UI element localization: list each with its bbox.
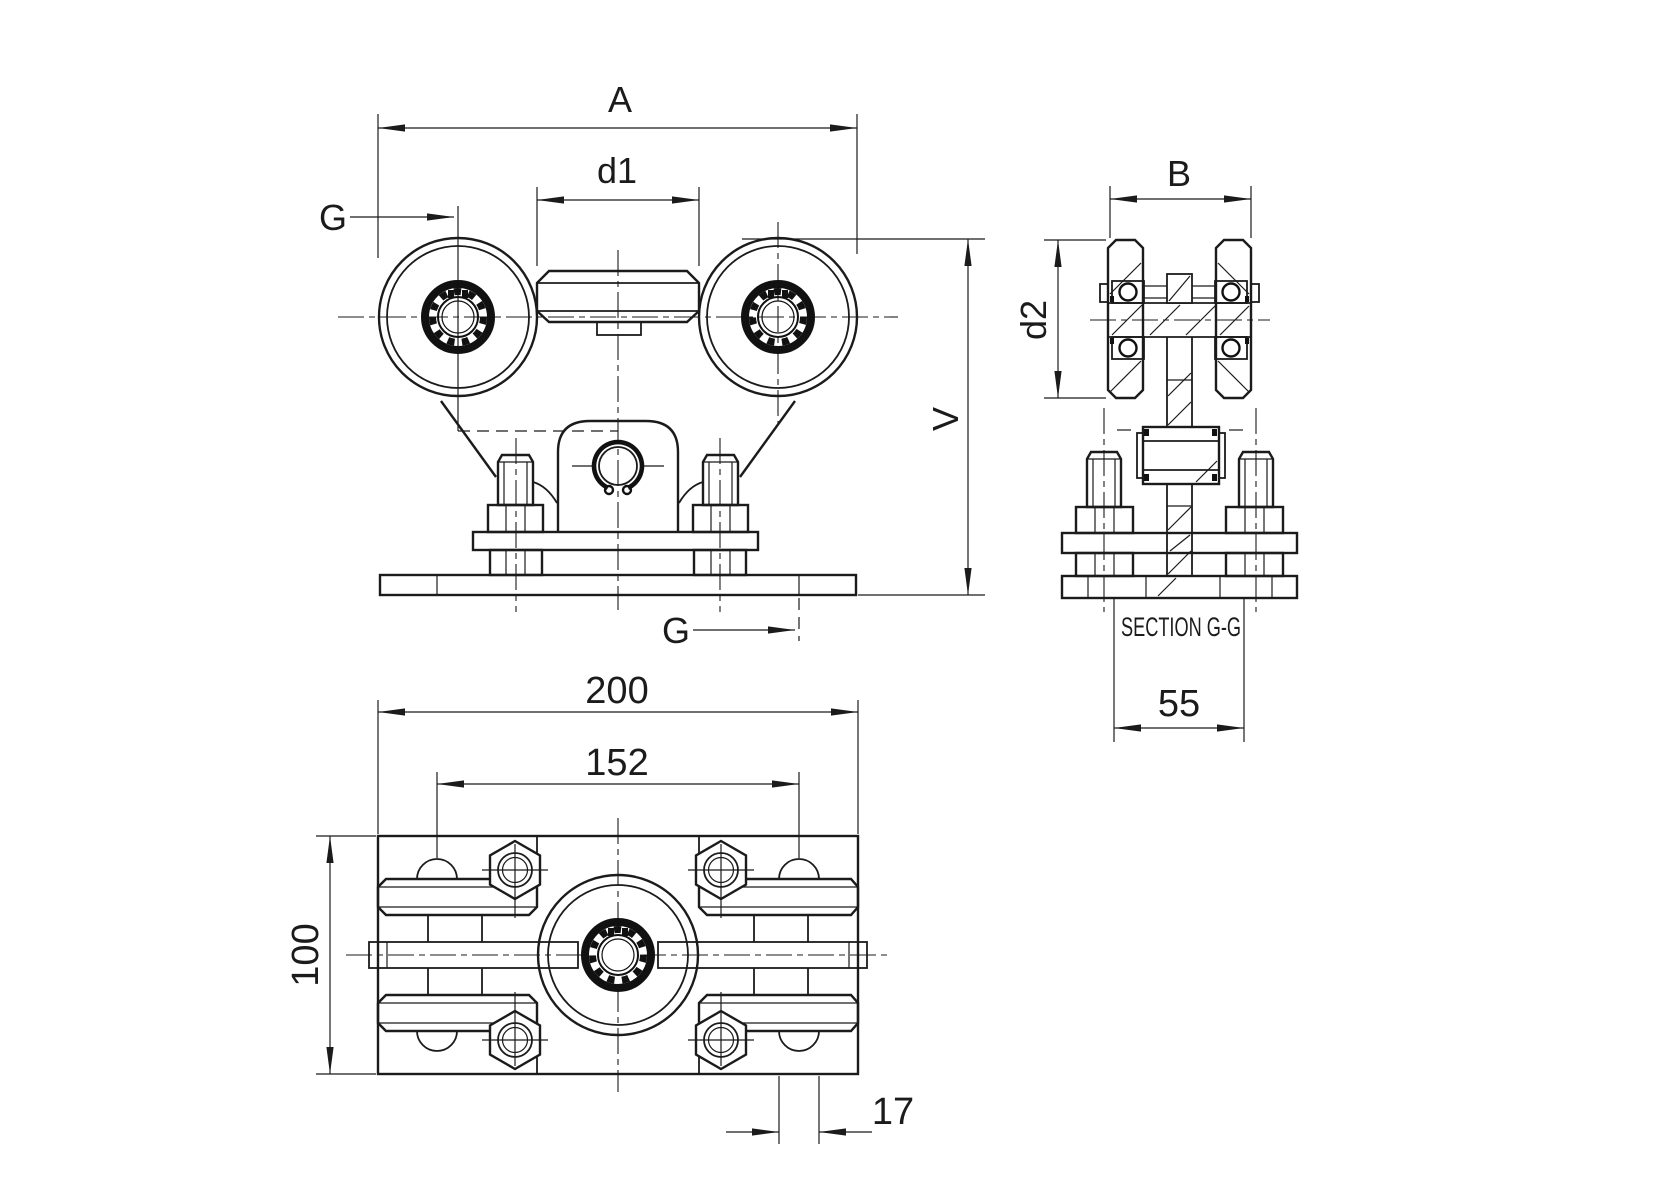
dim-17-label: 17 [872,1091,914,1133]
dim-152-label: 152 [585,742,648,784]
section-arrow-top: G [319,197,454,238]
section-view: B d2 SECTION G-G 55 [1013,153,1299,742]
section-label-top: G [319,197,347,238]
plan-hub-lines [427,915,809,995]
dim-100-label: 100 [285,923,327,986]
plan-hex-nuts [482,839,754,1071]
dimension-d2: d2 [1013,239,1106,399]
section-bushing [1136,425,1226,486]
section-shaft-lower [1166,484,1193,576]
ball-bearing-left [421,280,495,354]
plan-axle-left [368,941,579,969]
retaining-ring-hole [572,439,664,496]
dimension-200: 200 [377,670,859,834]
section-bearing-upper [1099,273,1260,304]
section-label-bottom: G [662,610,690,651]
dim-55-label: 55 [1158,683,1200,725]
dimension-d1: d1 [536,150,700,266]
dimension-b: B [1109,153,1252,238]
plan-center-wheel [536,873,700,1037]
dim-v-label: V [925,407,966,431]
dim-d2-label: d2 [1013,300,1054,340]
section-shaft [1166,337,1193,427]
hex-nut [688,839,754,918]
ball-bearing-center [581,918,655,992]
dimension-v: V [742,238,985,596]
section-title: SECTION G-G [1121,612,1241,642]
section-bearing-lower [1110,336,1249,360]
wheel-left [377,236,539,398]
dimension-a: A [377,79,858,258]
plan-axle-right [657,941,868,969]
dimension-17: 17 [726,1076,914,1144]
clamp-plate [471,530,760,552]
dimension-55: 55 [1113,598,1245,742]
dimension-152: 152 [436,742,800,858]
hex-nut [482,992,548,1071]
section-baseplate [1060,574,1299,600]
wheel-right [697,236,859,398]
axle-bracket-dome [556,419,680,532]
front-view: A d1 G G V [319,79,985,651]
dim-a-label: A [608,79,632,120]
section-arrow-bottom: G [662,610,795,651]
dim-b-label: B [1167,153,1191,194]
center-rail-bar [535,269,701,336]
dim-200-label: 200 [585,670,648,712]
plan-view: 200 152 100 17 [285,670,914,1144]
hex-nut [688,992,754,1071]
section-roller-right [1214,238,1253,400]
hex-nut [482,839,548,918]
dim-d1-label: d1 [597,150,637,191]
plan-slot-ends [416,858,820,1052]
baseplate-front [378,573,858,597]
section-clamp-plate [1060,531,1299,555]
frame-outline [440,400,796,532]
ball-bearing-right [741,280,815,354]
dimension-100: 100 [285,835,376,1075]
